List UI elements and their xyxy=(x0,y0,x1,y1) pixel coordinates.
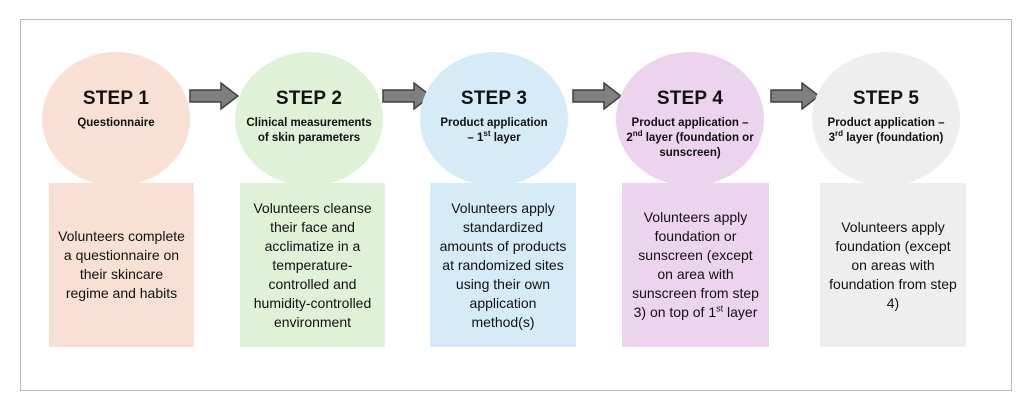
step-2-title: STEP 2 xyxy=(275,88,343,109)
step-5-title: STEP 5 xyxy=(852,88,920,109)
step-3-description: Volunteers apply standardized amounts of… xyxy=(430,183,576,347)
step-4-description-sup: st xyxy=(716,303,724,314)
step-4-subtitle: Product application – 2nd layer (foundat… xyxy=(616,116,764,161)
step-5-description-text: Volunteers apply foundation (except on a… xyxy=(829,218,957,311)
right-arrow-icon xyxy=(189,82,239,110)
step-1-description: Volunteers complete a questionnaire on t… xyxy=(49,183,194,347)
right-arrow-icon xyxy=(770,82,820,110)
step-5-circle: STEP 5 Product application – 3rd layer (… xyxy=(812,52,960,186)
step-4-subtitle-rest: layer (foundation or sunscreen) xyxy=(642,132,754,159)
step-5-description: Volunteers apply foundation (except on a… xyxy=(820,183,966,347)
step-2-description-text: Volunteers cleanse their face and acclim… xyxy=(253,199,372,330)
step-2-subtitle: Clinical measurements of skin parameters xyxy=(246,117,372,144)
step-4-title: STEP 4 xyxy=(656,88,724,109)
step-3-subtitle-text: Product application – 1 xyxy=(440,117,548,144)
step-2-description: Volunteers cleanse their face and acclim… xyxy=(240,183,385,347)
step-5-subtitle: Product application – 3rd layer (foundat… xyxy=(812,116,960,146)
step-4-subtitle-text: Product application – 2 xyxy=(626,117,749,144)
step-3-subtitle-rest: layer xyxy=(490,132,521,144)
step-3-description-text: Volunteers apply standardized amounts of… xyxy=(439,199,567,330)
step-4-description-text: Volunteers apply foundation or sunscreen… xyxy=(630,208,761,322)
step-4-description-main: Volunteers apply foundation or sunscreen… xyxy=(632,209,759,320)
step-5-subtitle-text: Product application – 3 xyxy=(827,117,945,144)
step-3-subtitle-sup: st xyxy=(483,129,491,139)
step-4-subtitle-sup: nd xyxy=(632,129,643,139)
step-3-subtitle: Product application – 1st layer xyxy=(420,116,568,146)
step-4-circle: STEP 4 Product application – 2nd layer (… xyxy=(616,52,764,186)
step-5-subtitle-rest: layer (foundation) xyxy=(843,132,944,144)
step-1-subtitle: Questionnaire xyxy=(77,117,155,129)
step-4-description: Volunteers apply foundation or sunscreen… xyxy=(622,183,769,347)
step-2-circle: STEP 2 Clinical measurements of skin par… xyxy=(235,52,383,186)
step-1-circle: STEP 1 Questionnaire xyxy=(42,52,190,186)
step-4-description-rest: layer xyxy=(723,304,758,320)
step-3-circle: STEP 3 Product application – 1st layer xyxy=(420,52,568,186)
step-1-description-text: Volunteers complete a questionnaire on t… xyxy=(58,228,185,301)
step-5-subtitle-sup: rd xyxy=(835,129,844,139)
step-3-title: STEP 3 xyxy=(460,88,528,109)
step-1-title: STEP 1 xyxy=(82,88,150,109)
right-arrow-icon xyxy=(572,82,622,110)
